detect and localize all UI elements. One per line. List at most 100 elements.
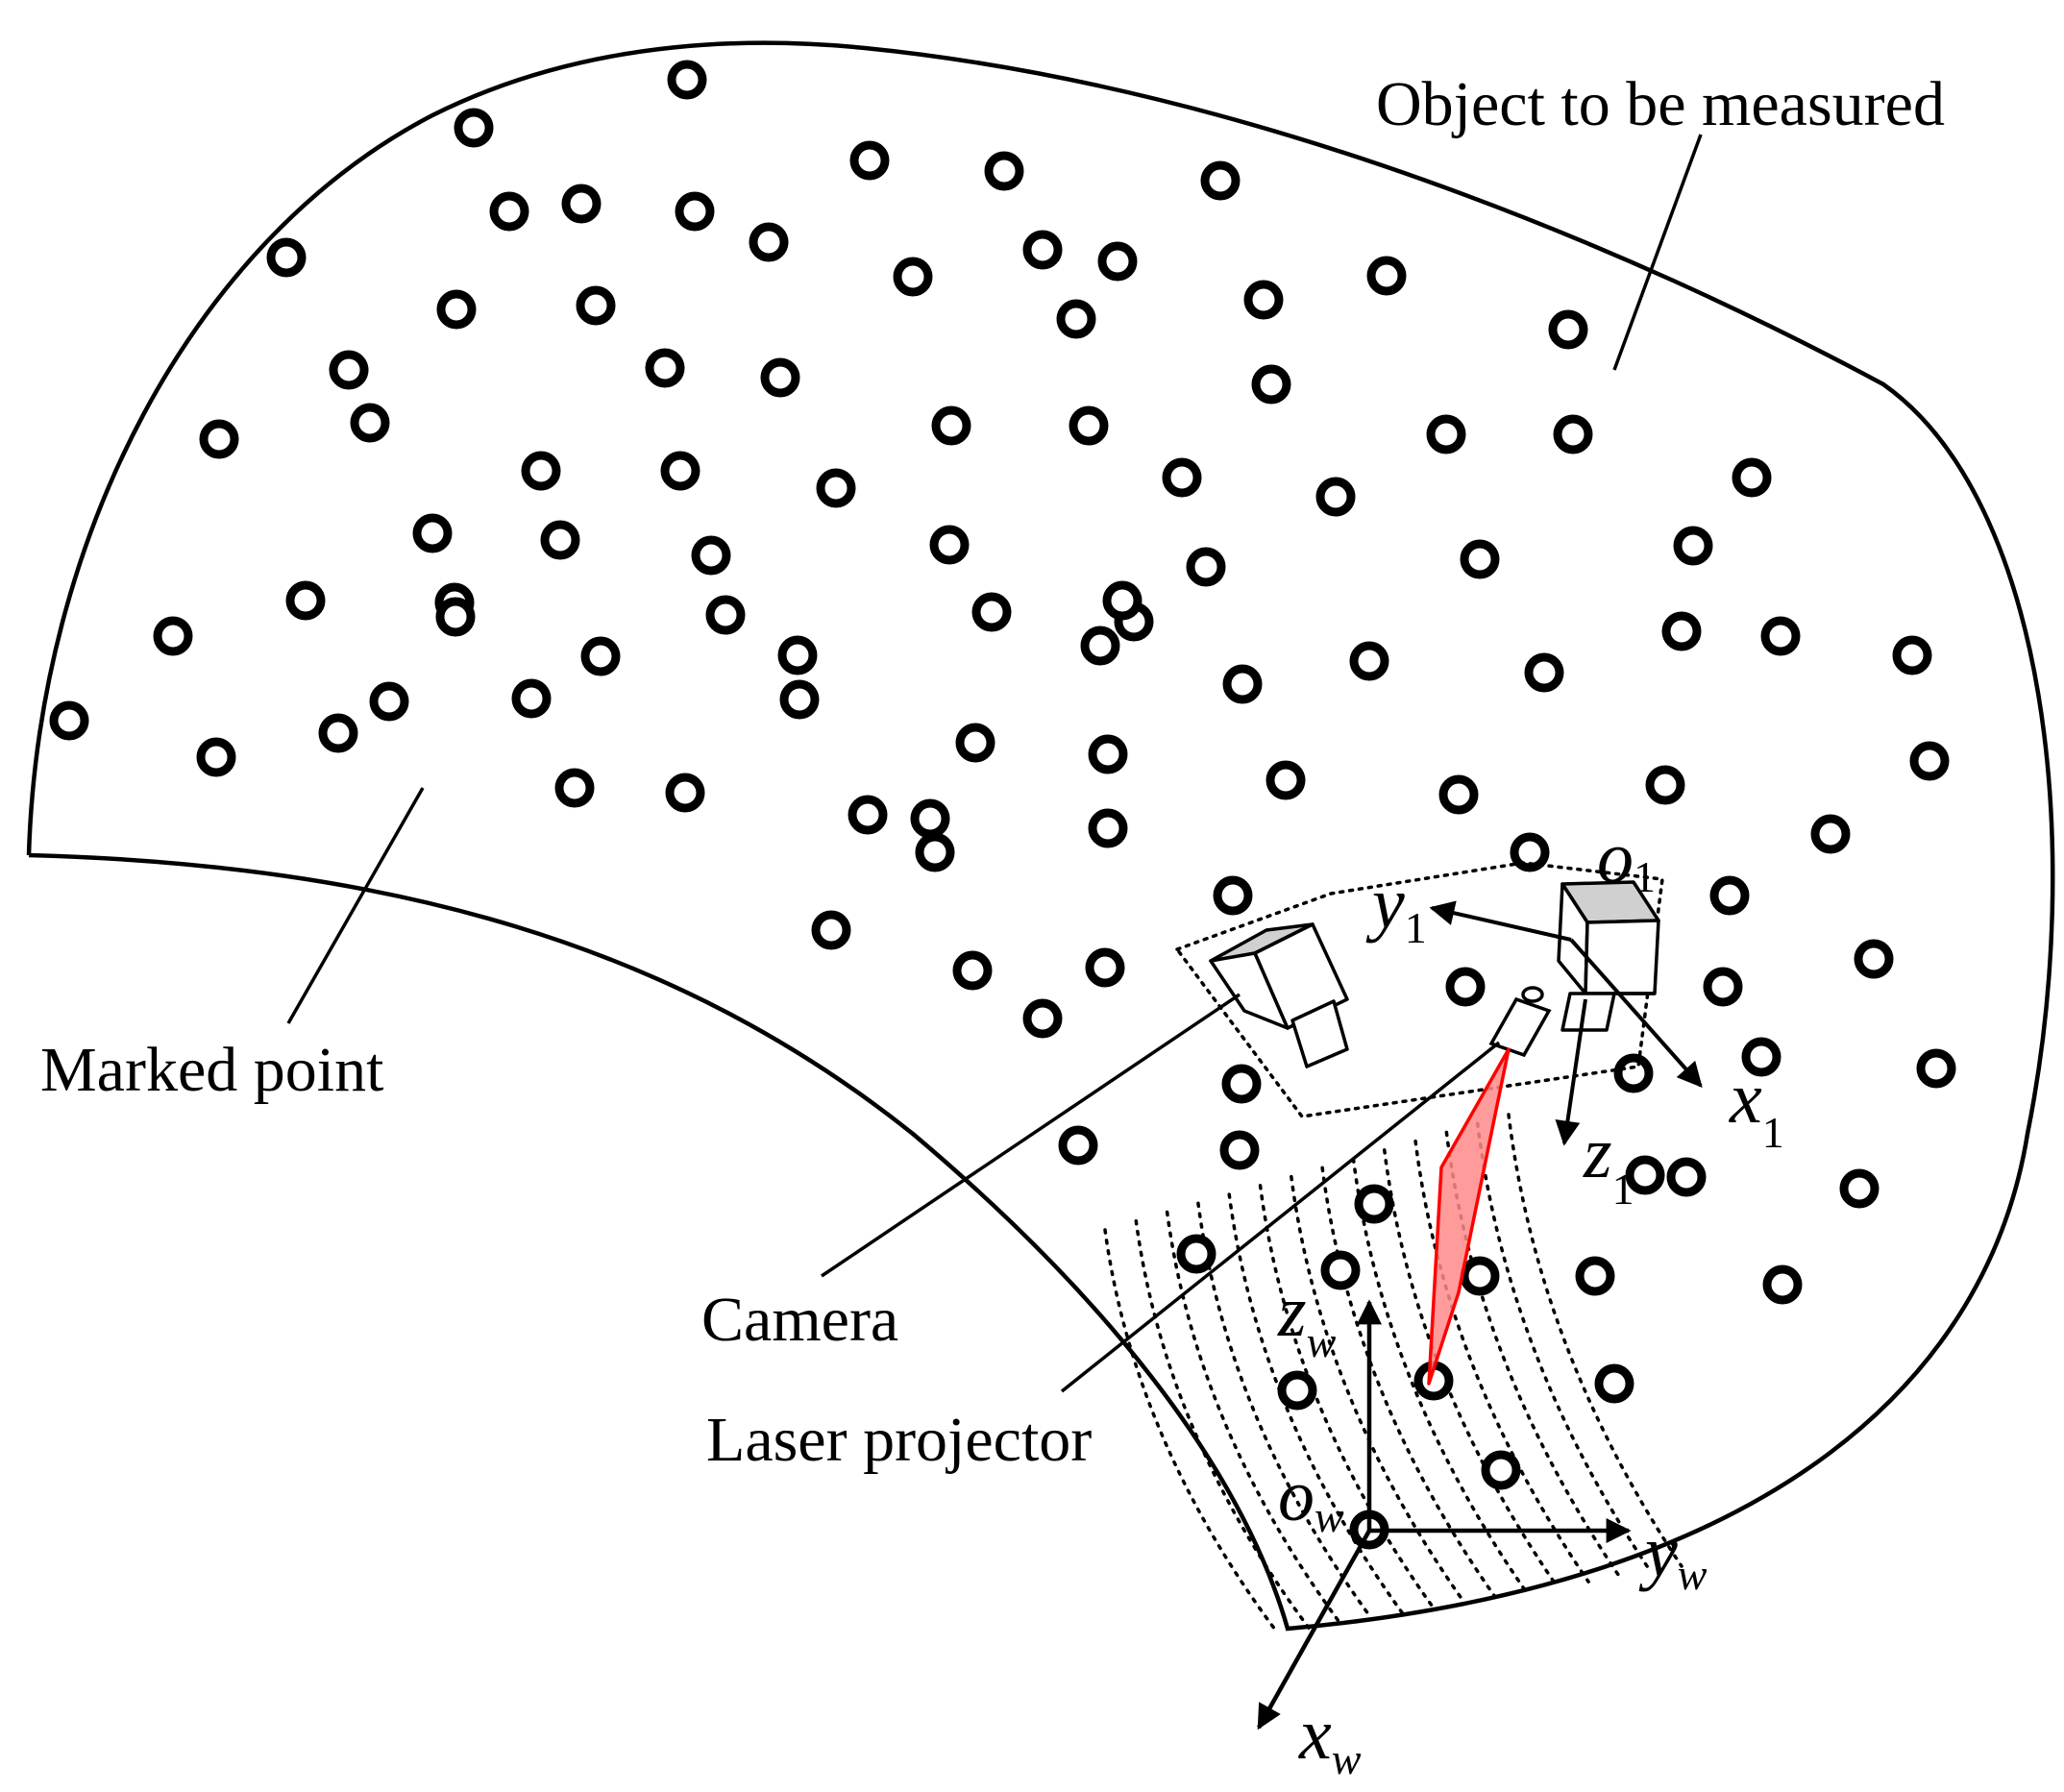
marked-point [910, 798, 950, 839]
marked-point-label: Marked point [40, 1035, 383, 1105]
marked-point [1213, 875, 1253, 916]
sensor-z-label: z1 [1583, 1113, 1634, 1214]
world-origin-label: ow [1278, 1456, 1344, 1541]
marked-point [675, 191, 715, 232]
marked-point [412, 513, 453, 553]
marked-point [1085, 947, 1125, 988]
marked-point [665, 773, 705, 813]
marked-point [1426, 414, 1466, 454]
marked-point [660, 451, 700, 491]
marked-point [153, 616, 193, 656]
marked-point [1097, 241, 1138, 282]
marked-point [1445, 967, 1486, 1007]
scan-line [1165, 1210, 1342, 1625]
laser-leader [1060, 1041, 1501, 1393]
marked-point [1553, 414, 1593, 454]
marked-point [1438, 774, 1479, 815]
marked-point [1661, 611, 1702, 651]
scan-line [1475, 1121, 1653, 1574]
marked-point [705, 595, 746, 635]
marked-point [521, 451, 561, 491]
sensor-axes [1429, 900, 1703, 1146]
marked-point [931, 405, 971, 446]
marked-point [1315, 477, 1356, 517]
marked-point [1839, 1168, 1880, 1209]
marked-point [1524, 652, 1564, 693]
marked-point [1625, 1155, 1665, 1195]
scan-line [1258, 1184, 1436, 1609]
marked-point [1613, 1053, 1654, 1093]
camera-label: Camera [701, 1285, 898, 1355]
object-label: Object to be measured [1376, 69, 1945, 139]
marked-point [1760, 616, 1801, 656]
marked-point [1102, 580, 1143, 621]
marked-point [1022, 230, 1063, 270]
marked-point [749, 222, 789, 262]
marked-point [984, 151, 1024, 191]
marked-point [1510, 832, 1550, 872]
marked-point [266, 237, 307, 278]
sensor-origin-label: o1 [1597, 818, 1656, 901]
object-leader [1612, 134, 1703, 371]
marked-point [369, 681, 409, 722]
marked-point [1892, 635, 1932, 675]
scan-line [1320, 1166, 1497, 1600]
scan-line [1196, 1201, 1373, 1620]
marked-point [436, 289, 477, 330]
marked-point [1666, 1157, 1707, 1197]
marked-point [1909, 741, 1950, 781]
marked-point [955, 723, 995, 763]
scan-line [1103, 1228, 1280, 1635]
marked-point [893, 257, 933, 297]
camera-right [1557, 880, 1660, 1032]
marked-point [1354, 1184, 1394, 1224]
marked-point [285, 580, 326, 621]
marked-point [318, 713, 358, 753]
marked-point [1673, 526, 1713, 566]
marked-point [1854, 939, 1894, 979]
marked-point [1703, 967, 1743, 1007]
marked-point [1219, 1130, 1260, 1170]
marked-point [1056, 299, 1096, 339]
marked-point [915, 832, 955, 872]
marked-point [816, 468, 856, 508]
marked-point [561, 184, 602, 224]
marked-point [1732, 457, 1772, 498]
marked-point [580, 636, 621, 676]
marked-point [1709, 875, 1750, 916]
marked-point [540, 520, 580, 560]
world-y-label: yw [1638, 1511, 1708, 1599]
marked-point [1810, 814, 1851, 854]
marked-point [49, 700, 89, 741]
marked-point [971, 592, 1012, 632]
marked-point [645, 348, 685, 388]
sensor-z-axis [1555, 998, 1587, 1146]
marked-point [667, 60, 707, 100]
marked-point [760, 357, 800, 398]
marked-point [691, 535, 731, 576]
laser-projector [1488, 986, 1552, 1058]
marked-point [1088, 734, 1128, 774]
marked-point [1088, 808, 1128, 848]
marked-point [489, 191, 529, 232]
marked-point [511, 678, 552, 719]
marked-point [779, 679, 820, 720]
scan-line [1351, 1157, 1529, 1594]
scan-line [1507, 1113, 1683, 1568]
marked-point [1762, 1264, 1803, 1305]
marked-point [196, 737, 236, 777]
marked-point [848, 795, 888, 835]
marked-point [1277, 1370, 1317, 1411]
marked-point [1222, 664, 1263, 704]
scan-line [1290, 1174, 1466, 1605]
marked-point [1460, 1256, 1500, 1296]
world-axes [1257, 1299, 1632, 1731]
marked-point [849, 140, 890, 181]
world-z-label: zw [1277, 1271, 1337, 1366]
marked-point [1575, 1256, 1615, 1296]
marked-point [1594, 1363, 1634, 1404]
marked-point [1162, 457, 1202, 498]
marked-point [1176, 1234, 1216, 1274]
marked-point [1265, 760, 1306, 800]
marked-point [554, 768, 595, 808]
